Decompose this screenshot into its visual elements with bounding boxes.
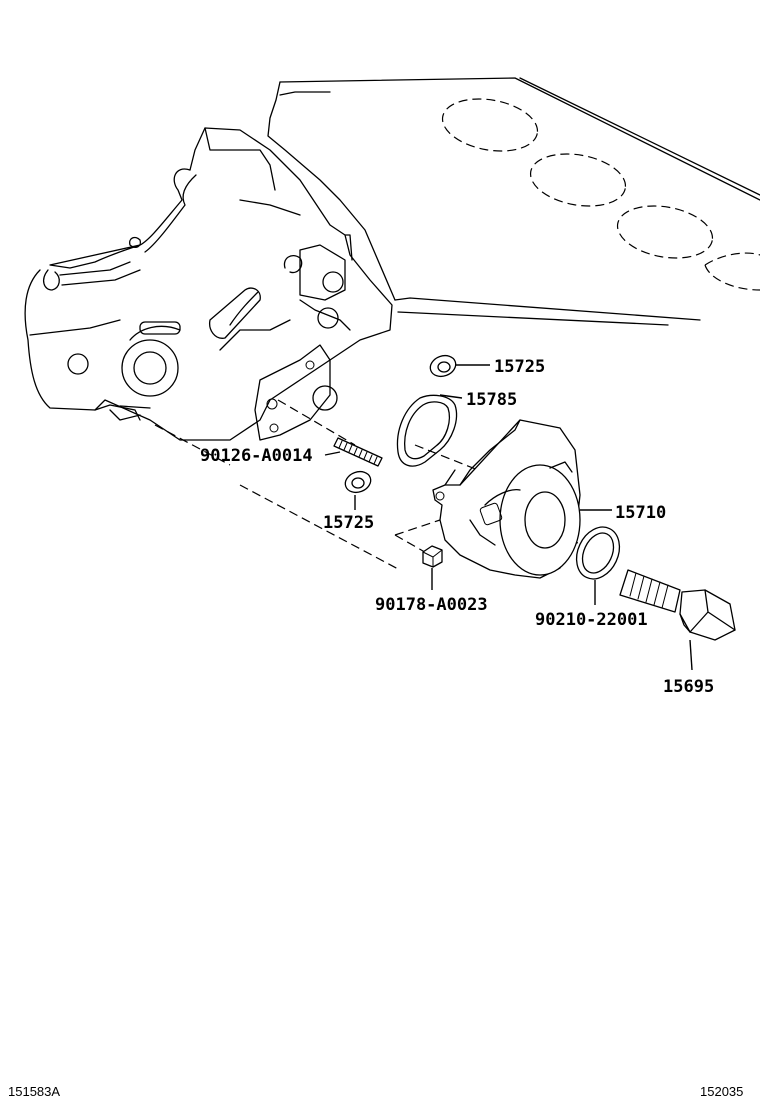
part-label-15710: 15710 — [615, 503, 666, 523]
leader-lines — [324, 364, 693, 671]
stud-bolt-90126 — [333, 437, 383, 467]
cover-15710 — [432, 419, 581, 579]
part-label-90210-22001: 90210-22001 — [535, 610, 648, 630]
part-labels: 15725 15785 90126-A0014 15725 15710 9017… — [200, 357, 714, 697]
union-bolt-15695 — [619, 569, 736, 641]
front-housing — [24, 127, 393, 441]
ring-gasket-90210 — [575, 526, 621, 580]
part-label-90178-A0023: 90178-A0023 — [375, 595, 488, 615]
part-label-15725-upper: 15725 — [494, 357, 545, 377]
nut-90178 — [422, 545, 443, 568]
footer-right-code: 152035 — [700, 1084, 744, 1099]
part-label-15695: 15695 — [663, 677, 714, 697]
seal-15725-lower — [344, 470, 372, 494]
part-label-15785: 15785 — [466, 390, 517, 410]
part-label-90126-A0014: 90126-A0014 — [200, 446, 313, 466]
footer-left-code: 151583A — [8, 1084, 61, 1099]
seal-15725-upper — [429, 354, 457, 378]
engine-block — [267, 77, 760, 326]
part-label-15725-lower: 15725 — [323, 513, 374, 533]
gasket-15785 — [396, 394, 458, 467]
